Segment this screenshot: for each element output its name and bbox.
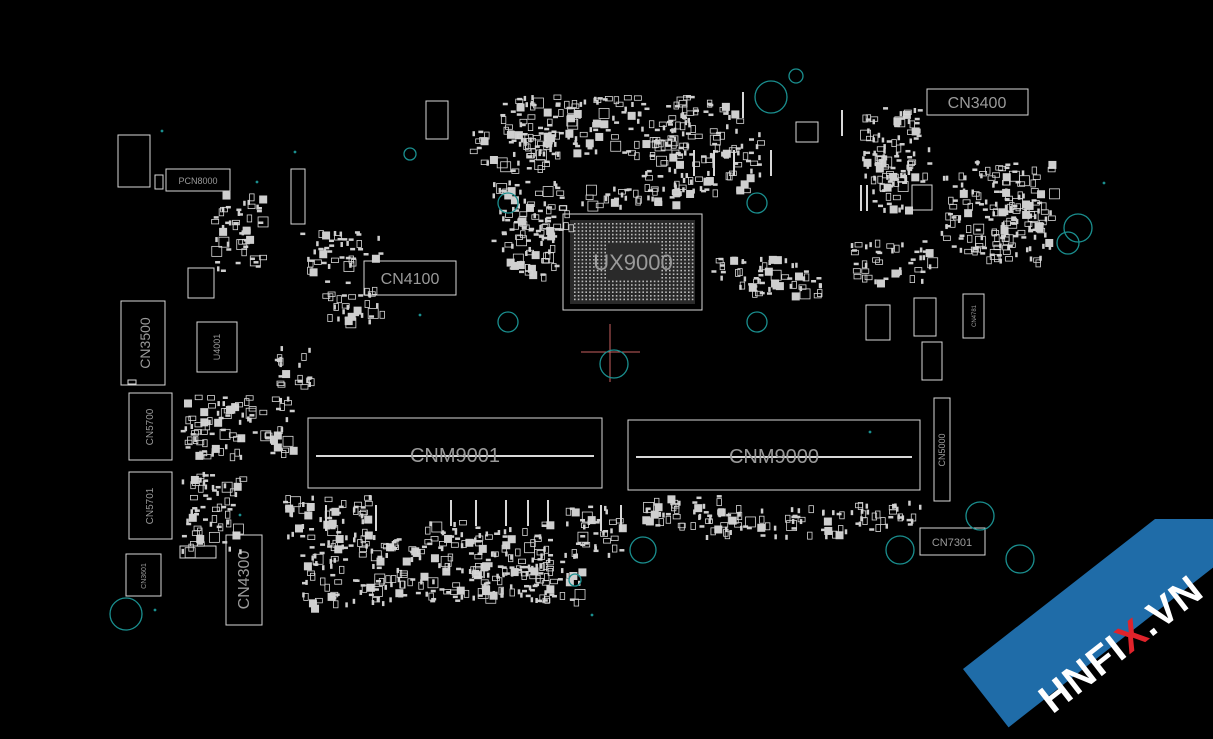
cn7301-label: CN7301 — [932, 537, 972, 549]
cn5701-label: CN5701 — [145, 487, 156, 524]
pcn8000-label: PCN8000 — [178, 176, 217, 186]
ic-u4001[interactable]: U4001 — [196, 321, 238, 373]
hnfix-watermark: HNFIX.VN — [953, 519, 1213, 739]
dimm-slot-cnm9001[interactable]: CNM9001 — [307, 417, 603, 489]
cn3400-label: CN3400 — [948, 95, 1007, 112]
cpu-label: UX9000 — [593, 250, 673, 275]
cn4100-label: CN4100 — [381, 271, 440, 288]
connector-cn3400[interactable]: CN3400 — [926, 88, 1029, 116]
connector-cn5700[interactable]: CN5700 — [128, 392, 173, 461]
u4001-label: U4001 — [212, 334, 222, 361]
dimm-left-label: CNM9001 — [410, 445, 500, 467]
cn4300-label: CN4300 — [236, 551, 253, 610]
connector-pcn8000[interactable]: PCN8000 — [165, 168, 231, 192]
connector-cn4781[interactable]: CN4781 — [962, 293, 985, 339]
dimm-right-label: CNM9000 — [729, 446, 819, 468]
connector-cn5000[interactable]: CN5000 — [933, 397, 951, 502]
small-components — [117, 92, 1060, 613]
connector-cn5701[interactable]: CN5701 — [128, 471, 173, 540]
cn5700-label: CN5700 — [145, 408, 156, 445]
cn5000-label: CN5000 — [937, 433, 947, 466]
connector-cn3500[interactable]: CN3500 — [120, 300, 166, 386]
dimm-slot-cnm9000[interactable]: CNM9000 — [627, 419, 921, 491]
connector-cn4300[interactable]: CN4300 — [225, 534, 263, 626]
crosshair-cursor — [581, 324, 640, 382]
connector-cn7301[interactable]: CN7301 — [919, 527, 986, 556]
connector-cn3601[interactable]: CN3601 — [125, 553, 162, 597]
cn3601-label: CN3601 — [141, 563, 148, 589]
mounting-vias — [109, 68, 1106, 631]
cn4781-label: CN4781 — [972, 304, 978, 327]
connector-cn4100[interactable]: CN4100 — [363, 260, 457, 296]
cn3500-label: CN3500 — [137, 317, 153, 369]
cpu-package[interactable]: UX9000 — [562, 213, 703, 311]
